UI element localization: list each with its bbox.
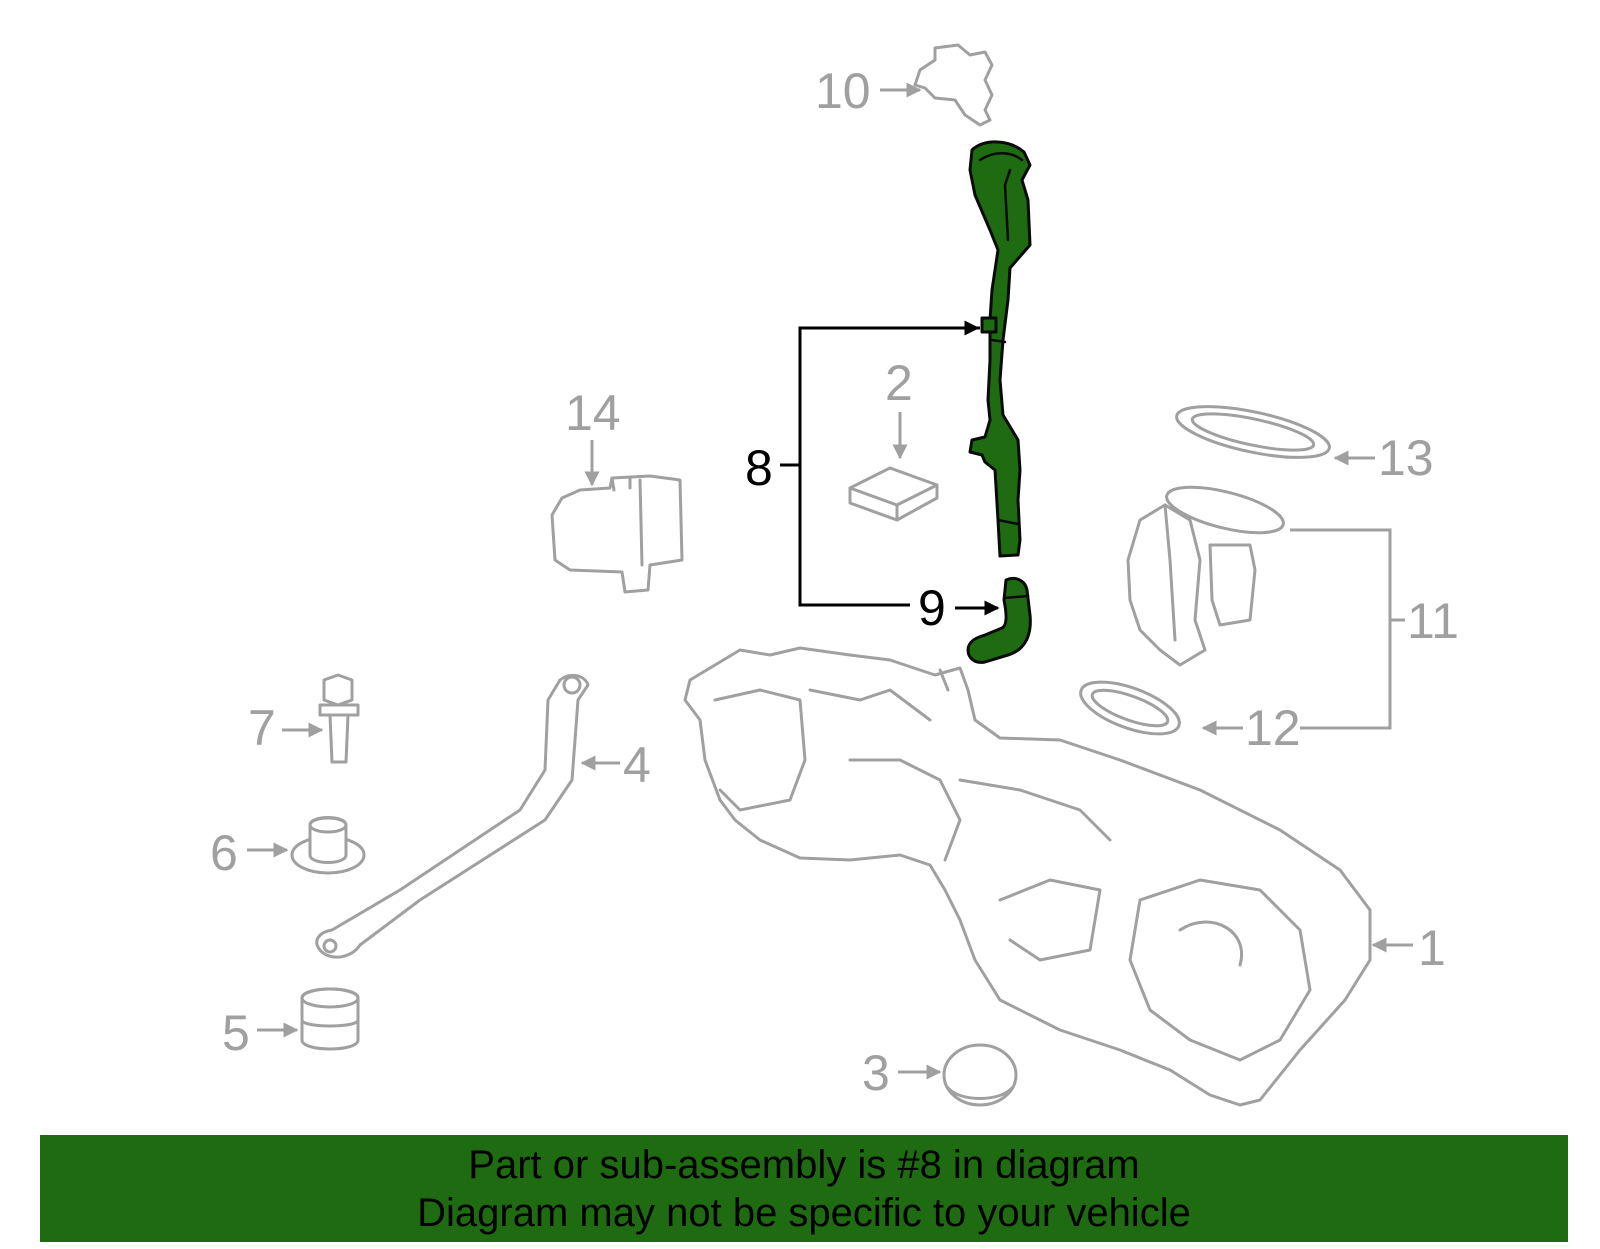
label-14: 14: [565, 385, 621, 441]
label-10: 10: [815, 63, 871, 119]
label-4: 4: [623, 737, 651, 793]
callout-3: 3: [862, 1045, 942, 1101]
label-1: 1: [1418, 920, 1446, 976]
callout-1: 1: [1371, 920, 1446, 976]
part-4-strap: [315, 673, 590, 959]
label-5: 5: [222, 1005, 250, 1061]
banner-line-2: Diagram may not be specific to your vehi…: [417, 1190, 1191, 1235]
label-2: 2: [885, 355, 913, 411]
part-12-gasket: [1079, 680, 1181, 736]
info-banner: Part or sub-assembly is #8 in diagram Di…: [40, 1135, 1568, 1242]
label-6: 6: [210, 825, 238, 881]
part-11-fuel-pump: [1126, 485, 1285, 667]
label-3: 3: [862, 1045, 890, 1101]
parts-diagram: 10 8 9 2 14: [210, 43, 1459, 1107]
callout-10: 10: [815, 63, 922, 119]
callout-9: 9: [918, 580, 1000, 636]
label-9: 9: [918, 580, 946, 636]
callout-13: 13: [1333, 430, 1434, 486]
callout-5: 5: [222, 1005, 299, 1061]
banner-line-1: Part or sub-assembly is #8 in diagram: [468, 1142, 1140, 1187]
part-9-hose: [966, 576, 1032, 664]
callout-12: 12: [1201, 700, 1301, 756]
callout-14: 14: [565, 385, 621, 487]
callout-6: 6: [210, 825, 289, 881]
label-7: 7: [248, 700, 276, 756]
label-11: 11: [1407, 593, 1459, 649]
part-7-bolt: [318, 673, 360, 764]
part-13-seal: [1175, 405, 1331, 459]
callout-4: 4: [580, 737, 651, 793]
label-13: 13: [1378, 430, 1434, 486]
part-3-plug: [942, 1043, 1018, 1107]
callout-7: 7: [248, 700, 324, 756]
callout-8: 8: [745, 320, 980, 607]
part-8-filler-neck: [968, 140, 1032, 558]
part-2-pad: [848, 466, 939, 522]
part-10-fuel-cap: [913, 43, 994, 127]
part-14-module: [550, 474, 684, 594]
part-6-grommet: [290, 816, 366, 875]
part-5-bushing: [300, 987, 360, 1051]
callout-2: 2: [885, 355, 913, 460]
part-1-fuel-tank: [683, 646, 1372, 1107]
label-8: 8: [745, 440, 773, 496]
label-12: 12: [1245, 700, 1301, 756]
callout-11: 11: [1290, 528, 1459, 730]
